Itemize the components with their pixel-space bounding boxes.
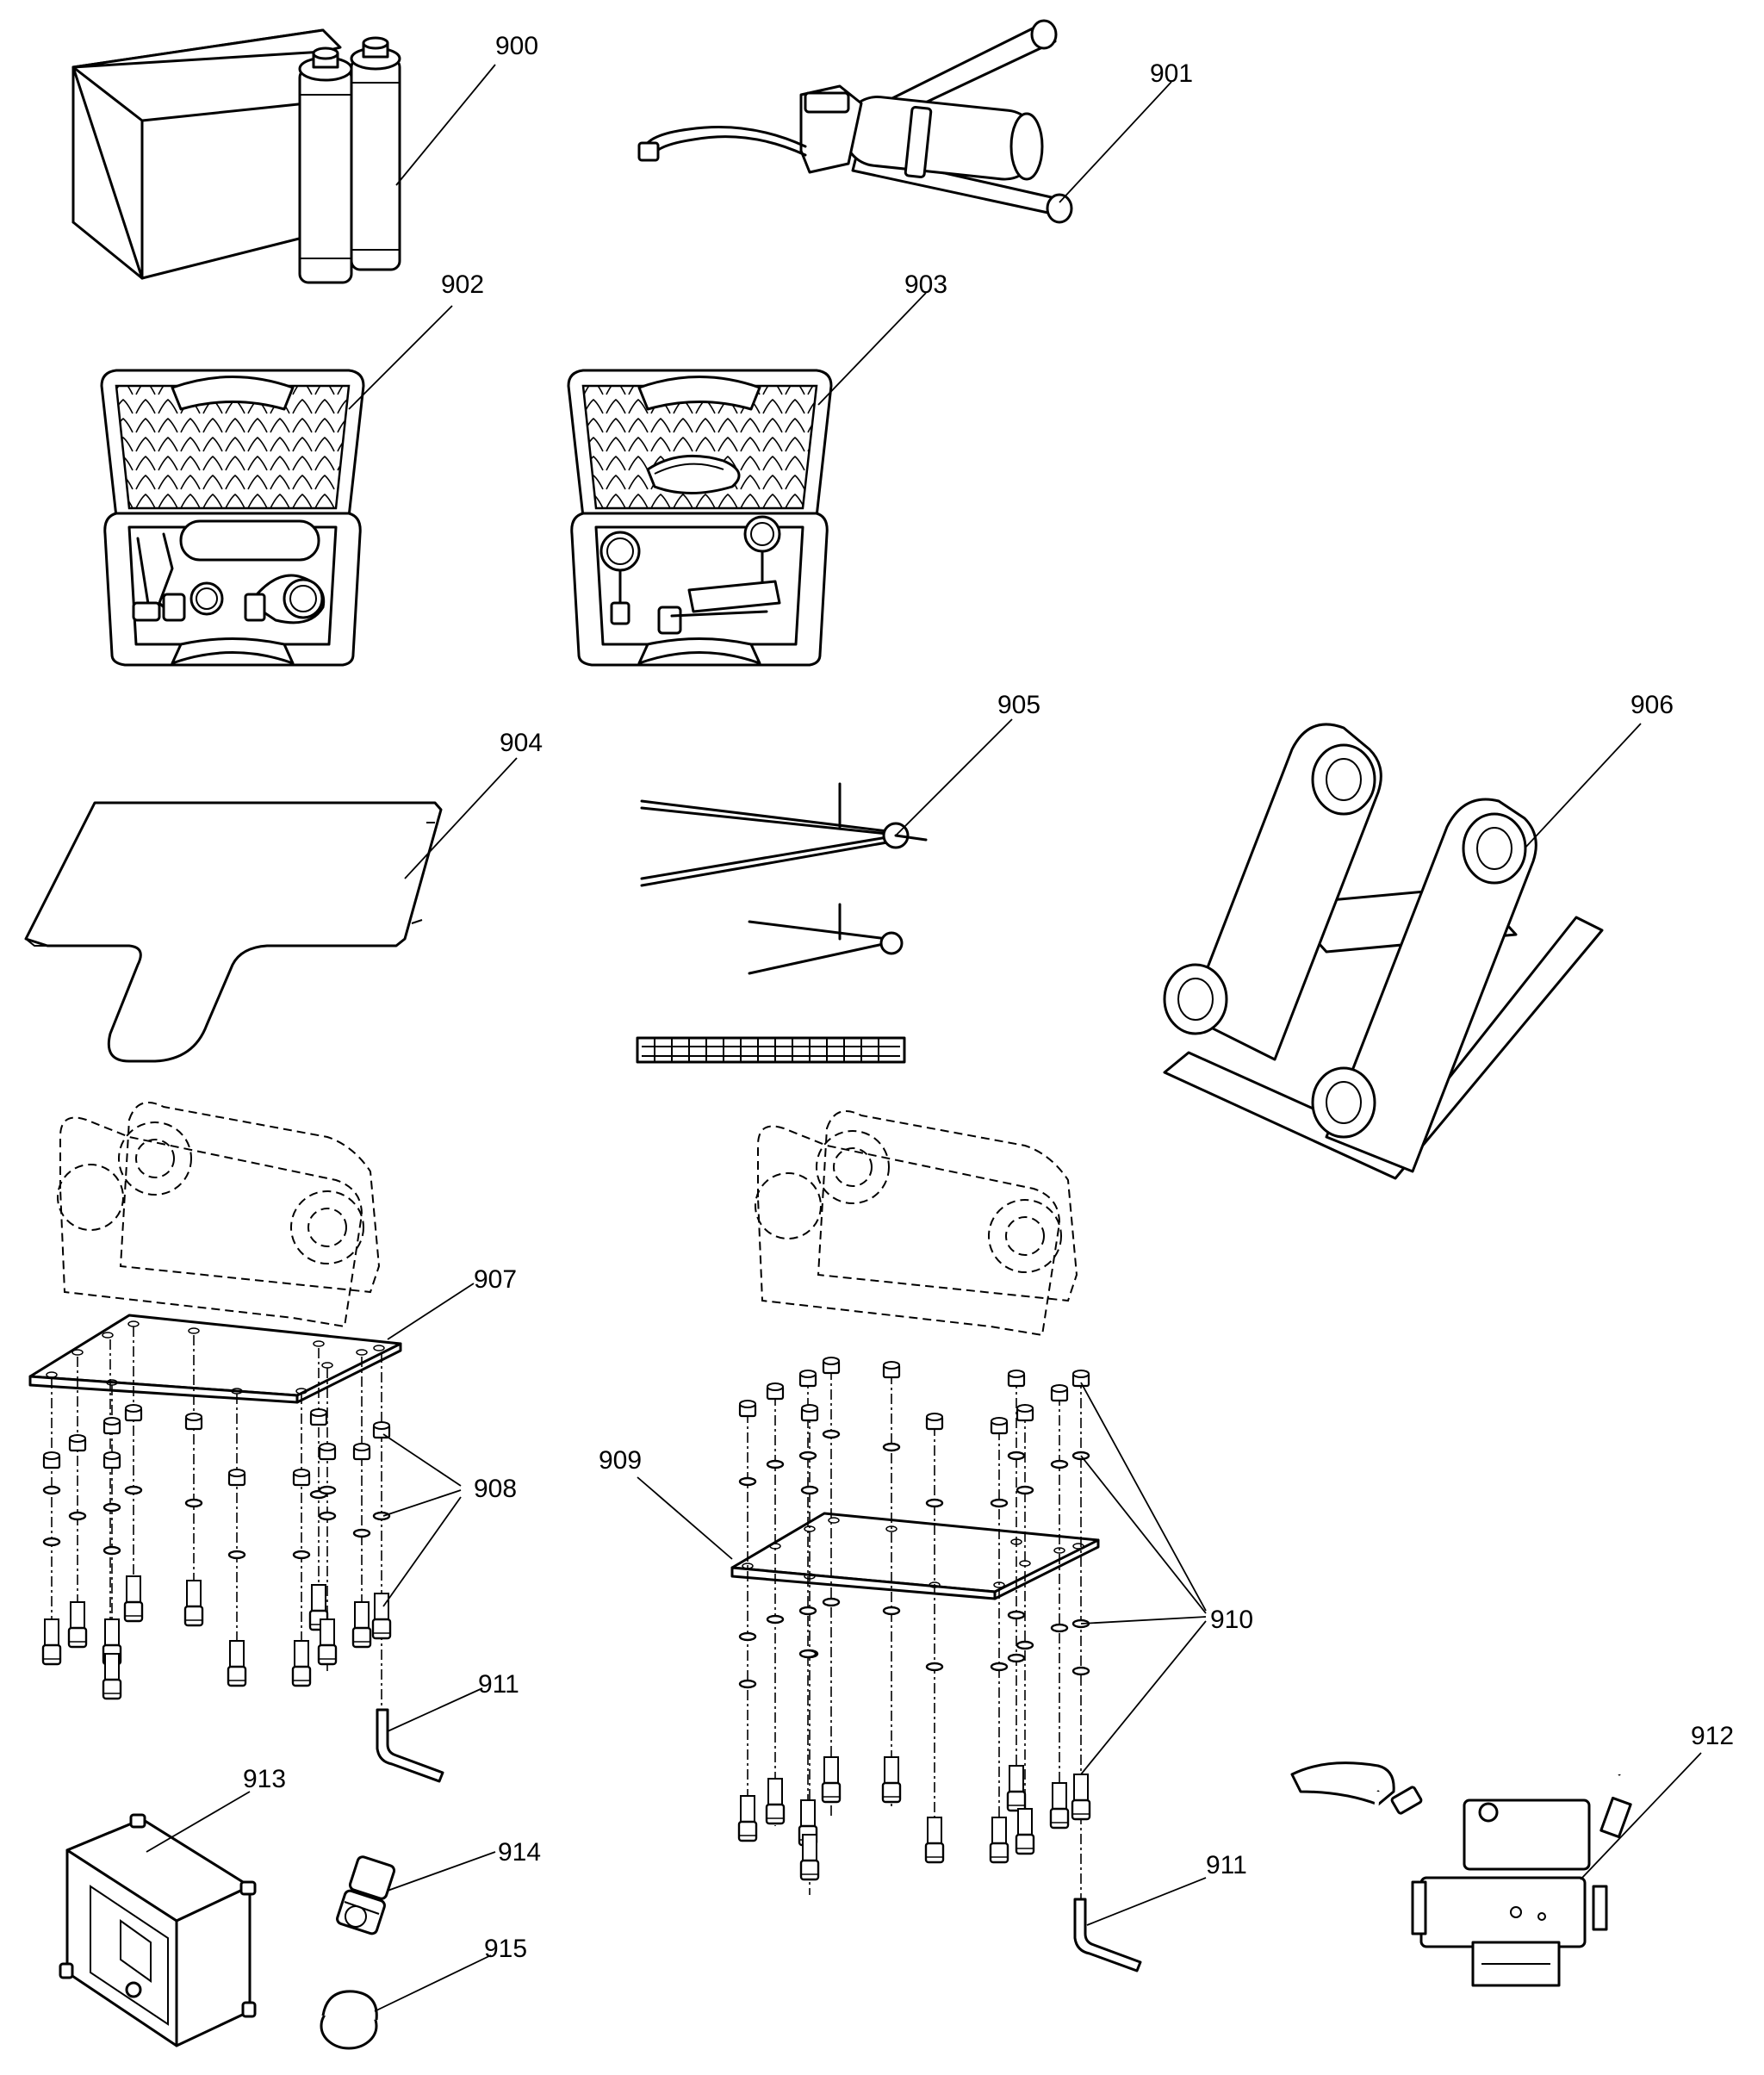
leader-912 [1580,1752,1702,1880]
part-909-bracket-dashed-outline [755,1110,1078,1337]
label-911-left: 911 [478,1670,519,1699]
leader-907 [387,1283,475,1340]
leader-905 [895,718,1013,836]
label-900: 900 [495,32,538,60]
label-911-right: 911 [1206,1851,1247,1879]
part-905-calipers [636,782,928,1064]
leader-903 [817,292,927,406]
label-901: 901 [1150,59,1193,88]
leader-900 [395,64,496,186]
leader-911-right [1086,1877,1207,1926]
label-906: 906 [1630,691,1674,719]
leader-909 [637,1476,733,1560]
part-908-bolt-set-left [41,1326,392,1705]
leader-906 [1524,723,1642,849]
part-907-bracket-dashed-outline [57,1102,381,1328]
label-907: 907 [474,1265,517,1294]
part-912-valve-assembly [1290,1504,1632,1987]
label-902: 902 [441,270,484,299]
label-909: 909 [599,1446,642,1475]
part-900-grease-box [71,28,401,284]
leader-902 [348,305,453,410]
part-910-bolt-set-right [737,1356,1091,1929]
label-914: 914 [498,1838,541,1867]
leader-904 [404,757,518,879]
label-903: 903 [904,270,947,299]
leader-913 [146,1791,251,1853]
part-901-grease-gun [637,19,1073,224]
part-906-mounting-bracket [1163,723,1604,1180]
part-913-junction-box [59,1813,257,2047]
label-910: 910 [1210,1606,1253,1634]
part-904-template-plate [24,801,443,1063]
part-902-charging-kit-case [100,369,365,667]
part-915-cap [320,1990,378,2050]
leader-910 [1080,1382,1207,1775]
leader-915 [374,1954,492,2012]
leader-911-left [387,1687,483,1732]
label-905: 905 [997,691,1040,719]
part-903-test-kit-case [567,369,833,667]
label-915: 915 [484,1935,527,1963]
part-909-adapter-plate [730,1512,1100,1600]
part-907-adapter-plate [28,1314,402,1404]
part-911-hex-key-left [376,1708,444,1783]
leader-914 [387,1851,496,1892]
label-913: 913 [243,1765,286,1793]
leader-901 [1059,81,1172,203]
part-911-hex-key-right [1073,1898,1142,1972]
part-914-fitting [336,1855,396,1935]
label-904: 904 [500,729,543,757]
label-912: 912 [1691,1722,1734,1750]
leader-908 [382,1433,462,1607]
label-908: 908 [474,1475,517,1503]
